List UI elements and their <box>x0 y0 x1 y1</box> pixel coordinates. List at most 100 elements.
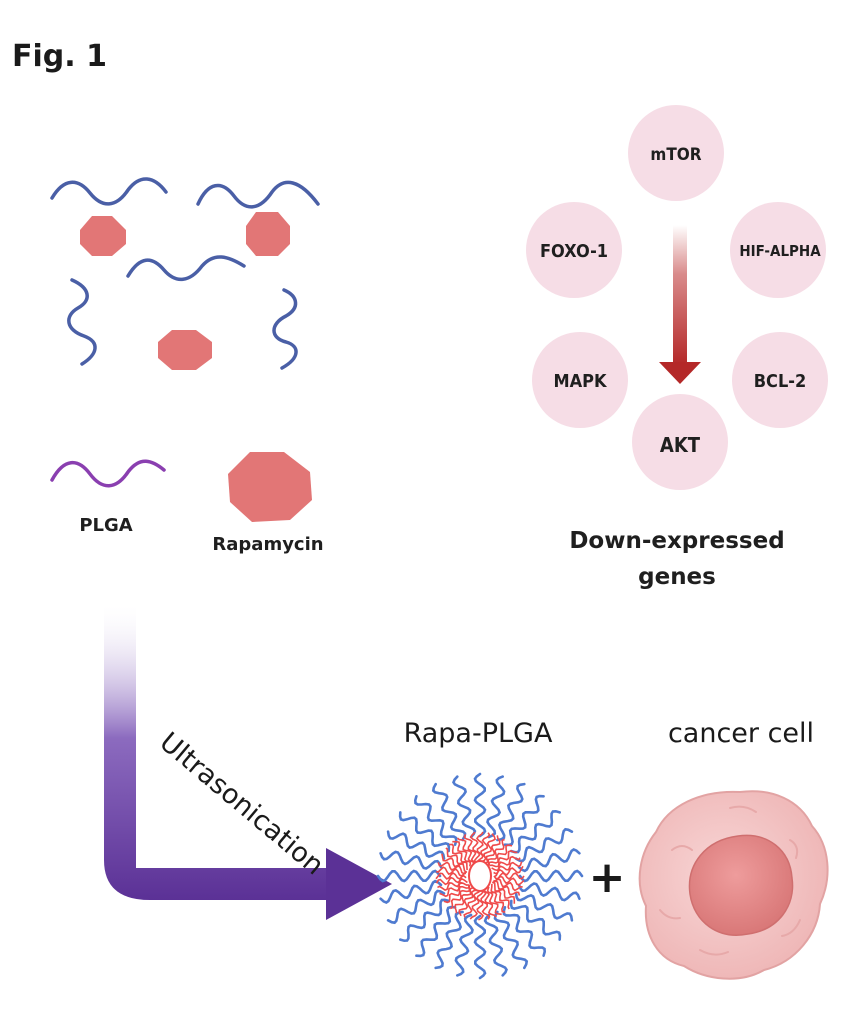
nanoparticle-arm <box>514 892 574 922</box>
nanoparticle-core-strand <box>456 837 477 863</box>
nanoparticle-core-strand <box>493 865 524 878</box>
nanoparticle-core-strand <box>490 883 510 910</box>
gene-node-mtor <box>628 105 724 201</box>
nanoparticle-core-strand <box>454 885 472 914</box>
nanoparticle-arm <box>452 775 477 839</box>
plga-chain <box>67 278 97 366</box>
nanoparticle-arm <box>493 910 529 970</box>
nanoparticle-core-strand <box>483 833 497 864</box>
nanoparticle-arm <box>483 913 508 977</box>
nanoparticle-core-strand <box>488 844 513 866</box>
gene-label-bcl: BCL-2 <box>754 371 807 392</box>
nanoparticle-arm <box>517 848 581 873</box>
nanoparticle-arm <box>379 850 443 870</box>
cancer-cell-label: cancer cell <box>668 718 814 749</box>
nanoparticle-core-strand <box>475 831 484 863</box>
cancer-cell-nucleus <box>688 834 794 936</box>
nanoparticle-arm <box>413 795 458 846</box>
nanoparticle-core-strand <box>480 889 491 920</box>
plus-sign: + <box>589 852 626 903</box>
nanoparticle-core-strand <box>469 831 481 863</box>
process-arrow: Ultrasonication <box>104 605 392 920</box>
nanoparticle-core-strand <box>469 889 482 920</box>
gene-node-hif <box>730 202 826 298</box>
nanoparticle-core-strand <box>463 834 477 864</box>
genes-caption-line1: Down-expressed <box>569 528 784 554</box>
process-arrow-body <box>104 605 330 900</box>
gene-label-mapk: MAPK <box>553 371 608 392</box>
nanoparticle-arm <box>473 914 487 980</box>
nanoparticle-arm <box>518 869 584 883</box>
nanoparticle-core-strand <box>437 861 468 875</box>
rapamycin-legend-label: Rapamycin <box>212 534 323 555</box>
nanoparticle-arm <box>502 906 547 957</box>
nanoparticle-arm <box>434 910 464 970</box>
nanoparticle-arm <box>454 913 474 977</box>
nanoparticle-arm <box>503 794 545 847</box>
nanoparticle-core-strand <box>476 889 485 921</box>
gene-node-akt <box>632 394 728 490</box>
nanoparticle-arm <box>473 772 487 838</box>
nanoparticle-arm <box>386 889 446 925</box>
nanoparticle-core-strand <box>452 840 475 864</box>
nanoparticle-core-strand <box>443 884 470 904</box>
gene-label-mtor: mTOR <box>650 145 701 165</box>
nanoparticle-core-strand <box>449 884 471 910</box>
rapa-plga-nanoparticle <box>376 772 584 980</box>
ultrasonication-label: Ultrasonication <box>154 727 330 882</box>
nanoparticle-arm <box>376 869 442 883</box>
plga-chain <box>50 177 168 206</box>
nanoparticle-arm <box>386 830 446 860</box>
nanoparticle-core-strand <box>489 850 518 868</box>
nanoparticle-core-strand <box>445 847 468 871</box>
nanoparticle-core-cavity <box>468 860 492 892</box>
cancer-cell-texture <box>659 805 801 956</box>
nanoparticle-core-strand <box>485 835 501 866</box>
plga-chain <box>126 255 246 281</box>
nanoparticle-core-strand <box>487 838 505 866</box>
nanoparticle-core-strand <box>491 880 521 896</box>
process-arrow-head <box>326 848 392 920</box>
rapamycin-particles <box>80 212 290 370</box>
rapamycin-particle <box>80 216 126 256</box>
nanoparticle-core-strand <box>439 881 469 898</box>
rapamycin-legend-icon <box>228 452 312 522</box>
nanoparticle-arm <box>379 879 443 904</box>
plga-legend-label: PLGA <box>79 515 132 536</box>
nanoparticle-arm <box>431 782 467 842</box>
gene-node-mapk <box>532 332 628 428</box>
gene-node-foxo <box>526 202 622 298</box>
gene-label-foxo: FOXO-1 <box>540 241 608 262</box>
genes-caption-line2: genes <box>638 564 716 590</box>
nanoparticle-core-strand <box>492 878 523 892</box>
plga-chain <box>196 180 320 209</box>
nanoparticle-core-strand <box>481 889 497 918</box>
down-regulation-arrow-shaft <box>673 225 687 365</box>
plga-legend-icon <box>50 459 166 488</box>
nanoparticle-arm <box>510 809 561 854</box>
nanoparticle-arm <box>399 898 450 943</box>
figure-label: Fig. 1 <box>12 39 107 74</box>
nanoparticle-core-strand <box>493 875 525 886</box>
nanoparticle-arm <box>415 905 457 958</box>
nanoparticle-arm <box>398 811 451 853</box>
nanoparticle-arm <box>496 782 526 842</box>
polymer-mixture <box>50 177 320 370</box>
nanoparticle-arm <box>509 899 562 941</box>
cancer-cell <box>638 790 829 980</box>
down-regulation-arrow-head <box>659 362 701 384</box>
legend: PLGA Rapamycin <box>50 452 324 555</box>
nanoparticle-arm <box>517 882 581 902</box>
rapamycin-particle <box>158 330 212 370</box>
nanoparticle-arm <box>514 827 574 863</box>
nanoparticle-core-strand <box>492 881 516 904</box>
gene-network: mTOR FOXO-1 HIF-ALPHA MAPK BCL-2 AKT Dow… <box>526 105 828 590</box>
nanoparticle-core-strand <box>435 871 467 880</box>
nanoparticle-core-strand <box>483 889 502 916</box>
gene-label-akt: AKT <box>660 433 701 457</box>
gene-label-hif: HIF-ALPHA <box>739 242 821 260</box>
rapamycin-particle <box>246 212 290 256</box>
plga-chain <box>272 288 298 370</box>
nanoparticle-label: Rapa-PLGA <box>404 718 553 749</box>
